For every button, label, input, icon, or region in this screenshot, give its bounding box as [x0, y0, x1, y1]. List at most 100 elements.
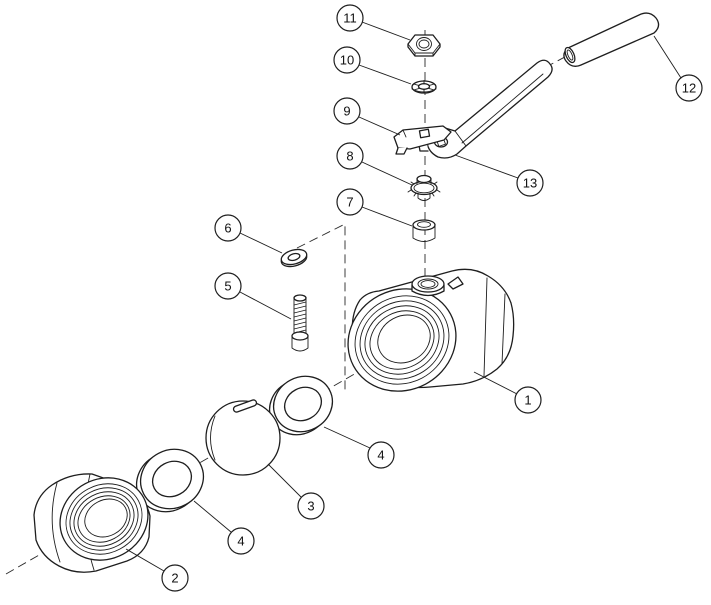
leader-line: [267, 463, 302, 498]
screw-top: [293, 294, 307, 302]
callout-3: 3: [267, 463, 325, 520]
leader-line: [323, 426, 371, 449]
callout-balloon: [297, 492, 325, 520]
leader-line: [358, 64, 412, 85]
part-8-packing-gland: [407, 174, 441, 201]
body-rim: [347, 288, 457, 392]
part-4-seat-lower: [135, 448, 205, 513]
part-12-handle-grip: [563, 12, 660, 67]
leader-line: [239, 291, 292, 320]
callout-number: 13: [523, 176, 537, 191]
cap-rim: [65, 483, 143, 555]
part-5-stem-screw: [291, 294, 309, 352]
callout-2: 2: [125, 548, 189, 592]
callout-balloon: [514, 386, 542, 414]
callout-11: 11: [336, 4, 411, 41]
leader-line: [361, 161, 413, 186]
stop-plate-hole: [418, 128, 431, 139]
callout-number: 7: [346, 195, 353, 210]
handle-ridge: [461, 73, 544, 144]
callout-number: 3: [307, 499, 314, 514]
washer-hole: [287, 252, 301, 262]
leader-line: [454, 154, 519, 179]
part-6-washer: [280, 248, 308, 268]
body-stop-lug: [447, 276, 464, 290]
cap-bore: [84, 498, 128, 538]
leader-line: [653, 35, 682, 79]
callout-number: 12: [682, 81, 696, 96]
callout-13: 13: [454, 154, 544, 197]
body-bore: [377, 314, 431, 364]
nut-silhouette: [407, 34, 441, 57]
ball-stem-slot: [232, 399, 258, 413]
cap-thread-2: [73, 491, 135, 547]
screw-head-top: [291, 331, 309, 341]
part-1-valve-body: [347, 268, 515, 392]
part-13-handle: [418, 59, 553, 159]
callout-8: 8: [336, 142, 413, 186]
callout-4-lower: 4: [193, 500, 255, 555]
seat-hole: [283, 386, 323, 422]
body-thread-3: [369, 310, 435, 370]
callout-12: 12: [653, 35, 703, 102]
leader-line: [473, 371, 518, 395]
part-9-stop-plate: [393, 125, 452, 155]
leader-line: [193, 500, 232, 533]
ball-sphere: [205, 400, 281, 476]
callout-balloon: [161, 564, 189, 592]
bushing-bore: [417, 221, 431, 228]
leader-line: [125, 548, 165, 572]
body-boss-top: [411, 275, 445, 293]
part-10-lock-washer: [411, 80, 437, 94]
stop-plate-tab: [395, 147, 408, 155]
gland-stub: [417, 192, 431, 201]
part-7-stem-bushing: [412, 219, 436, 242]
stop-plate-crease: [402, 129, 407, 138]
callout-balloon: [336, 142, 364, 170]
callout-balloon: [516, 169, 544, 197]
part-3-ball: [205, 399, 281, 476]
body-thread-1: [359, 300, 445, 380]
screw-threads: [293, 301, 307, 334]
body-rim-inner: [354, 295, 450, 385]
ball-shading-arc: [210, 415, 216, 461]
callout-balloon: [333, 46, 361, 74]
callout-7: 7: [336, 188, 413, 227]
cap-thread-3: [77, 495, 131, 543]
callout-balloon: [336, 4, 364, 32]
callouts: 11 10 9 8 7 6 5: [125, 4, 703, 592]
part-4-seat-upper: [268, 375, 334, 436]
leader-line: [361, 21, 411, 41]
part-11-stem-nut: [407, 34, 441, 57]
callout-number: 6: [224, 221, 231, 236]
washer-serrations: [413, 80, 435, 93]
callout-balloon: [227, 527, 255, 555]
gland-ribs: [407, 181, 441, 197]
callout-number: 9: [343, 104, 350, 119]
leader-line: [361, 206, 413, 227]
callout-1: 1: [473, 371, 542, 414]
callout-10: 10: [333, 46, 412, 85]
gland-neck: [416, 178, 432, 185]
callout-number: 1: [524, 393, 531, 408]
callout-balloon: [675, 74, 703, 102]
seat-hole: [151, 460, 193, 498]
handle-crease: [454, 130, 467, 147]
callout-balloon: [367, 441, 395, 469]
cap-hex-facet-1: [51, 482, 61, 563]
body-hex-facets: [483, 277, 506, 377]
callout-number: 4: [377, 448, 384, 463]
washer-hole: [417, 83, 431, 90]
bushing-sides: [412, 224, 436, 242]
grip-opening: [564, 46, 576, 64]
grip-body: [563, 12, 660, 67]
callout-4-upper: 4: [323, 426, 395, 469]
screw-axis-centerline: [296, 223, 346, 390]
grip-opening-inner: [566, 49, 574, 61]
callout-balloon: [333, 97, 361, 125]
callout-9: 9: [333, 97, 401, 136]
nut-bore: [416, 37, 432, 51]
callout-number: 10: [340, 53, 354, 68]
